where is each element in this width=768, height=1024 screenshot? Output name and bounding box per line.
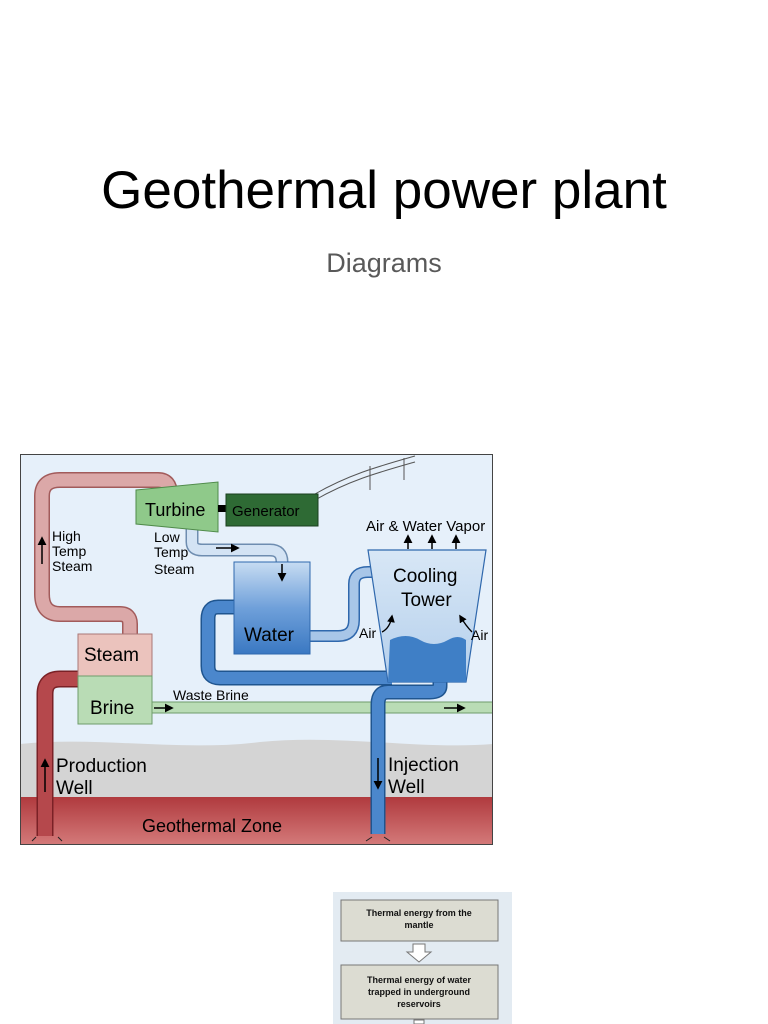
well-bottom-ticks xyxy=(31,836,391,842)
flow-down-arrow xyxy=(405,943,433,963)
air-left-arrow xyxy=(381,614,395,633)
steam-label: Steam xyxy=(84,645,139,666)
turbine-label: Turbine xyxy=(145,500,205,520)
flow-box-water-line3: reservoirs xyxy=(397,999,441,1009)
low-temp-steam-label-2: Temp xyxy=(154,544,188,560)
water-label: Water xyxy=(244,625,295,646)
separator-steam xyxy=(77,633,153,677)
waste-brine-pipe xyxy=(151,701,493,714)
air-left-label: Air xyxy=(359,625,376,641)
flow-box-mantle-line1: Thermal energy from the xyxy=(366,908,472,918)
water-tank xyxy=(233,561,311,655)
generator xyxy=(225,493,319,527)
vapor-arrows xyxy=(403,534,461,549)
turbine-shaft xyxy=(218,505,226,512)
air-right-arrow xyxy=(459,614,473,633)
flow-box-water-line2: trapped in underground xyxy=(368,987,470,997)
high-temp-steam-label-3: Steam xyxy=(52,558,92,574)
production-well-label-2: Well xyxy=(56,778,93,799)
injection-well-label-2: Well xyxy=(388,777,425,798)
flow-box-water-line1: Thermal energy of water xyxy=(367,975,472,985)
high-temp-steam-label-2: Temp xyxy=(52,543,86,559)
low-temp-steam-label-1: Low xyxy=(154,529,181,545)
energy-flow-chart: Thermal energy from the mantle Thermal e… xyxy=(333,892,512,1024)
power-lines xyxy=(314,455,416,501)
flow-box-mantle-line2: mantle xyxy=(404,920,433,930)
flow-box-water xyxy=(340,964,499,1020)
cooling-tower-label-2: Tower xyxy=(401,590,452,611)
air-water-vapor-label: Air & Water Vapor xyxy=(366,518,485,535)
injection-well-label-1: Injection xyxy=(388,755,459,776)
geothermal-plant-diagram: Turbine Generator Water Steam Brine Cool… xyxy=(20,454,493,845)
flow-next-arrow-stub xyxy=(413,1019,425,1024)
brine-label: Brine xyxy=(90,698,134,719)
slide-title: Geothermal power plant xyxy=(101,161,667,220)
turbine xyxy=(135,481,219,533)
flow-box-mantle xyxy=(340,899,499,942)
cooling-tower-label-1: Cooling xyxy=(393,566,457,587)
slide-subtitle: Diagrams xyxy=(326,248,442,278)
low-temp-steam-label-3: Steam xyxy=(154,561,194,577)
air-right-label: Air xyxy=(471,627,488,643)
waste-brine-label: Waste Brine xyxy=(173,687,249,703)
production-well-label-1: Production xyxy=(56,756,147,777)
high-temp-steam-label-1: High xyxy=(52,528,81,544)
separator-brine xyxy=(77,675,153,725)
generator-label: Generator xyxy=(232,503,300,520)
geothermal-zone-band xyxy=(20,797,493,845)
geothermal-zone-label: Geothermal Zone xyxy=(142,816,282,836)
cooling-tower-water xyxy=(388,636,466,682)
